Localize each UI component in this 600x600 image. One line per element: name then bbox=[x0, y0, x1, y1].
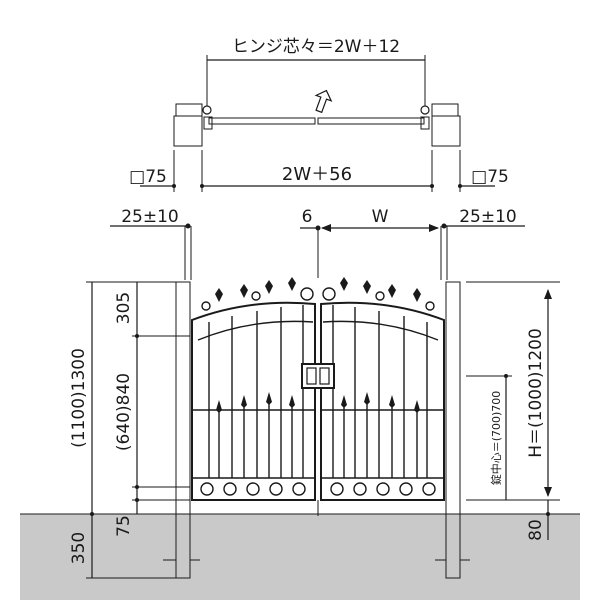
overall-width-label: 2W＋56 bbox=[282, 164, 352, 185]
hinge-left bbox=[202, 105, 212, 115]
hinge-right bbox=[420, 105, 430, 115]
gate-height-label: H＝(1000)1200 bbox=[526, 328, 546, 458]
post-right-plan bbox=[431, 103, 461, 147]
opening-direction-arrow-icon bbox=[314, 89, 333, 114]
post-right-size-label: □75 bbox=[471, 167, 509, 187]
leaf-left-plan bbox=[208, 117, 316, 125]
ground-clearance-label: 80 bbox=[526, 519, 546, 541]
post-right bbox=[445, 281, 461, 579]
leaf-width-label: W bbox=[372, 207, 389, 227]
hinge-center-label: ヒンジ芯々＝2W＋12 bbox=[232, 37, 400, 57]
lock-center-label: 錠中心＝(700)700 bbox=[489, 391, 503, 486]
post-left bbox=[175, 281, 191, 579]
left-gap-label: 25±10 bbox=[121, 207, 179, 227]
gate-leaves bbox=[191, 277, 445, 516]
post-left-plan bbox=[173, 103, 203, 147]
elevation-view: 25±10 6 W 25±10 bbox=[20, 207, 580, 600]
leaf-right-plan bbox=[317, 117, 425, 125]
post-left-size-label: □75 bbox=[129, 167, 167, 187]
center-gap-label: 6 bbox=[302, 207, 313, 227]
embed-depth-label: 350 bbox=[69, 532, 89, 564]
total-height-label: (1100)1300 bbox=[69, 348, 89, 448]
plan-view: ヒンジ芯々＝2W＋12 2W＋56 bbox=[129, 37, 509, 192]
bottom-clearance-label: 75 bbox=[114, 515, 134, 537]
body-height-label: (640)840 bbox=[114, 373, 134, 451]
ground-area bbox=[20, 514, 580, 600]
right-gap-label: 25±10 bbox=[459, 207, 517, 227]
ornament-height-label: 305 bbox=[114, 292, 134, 324]
